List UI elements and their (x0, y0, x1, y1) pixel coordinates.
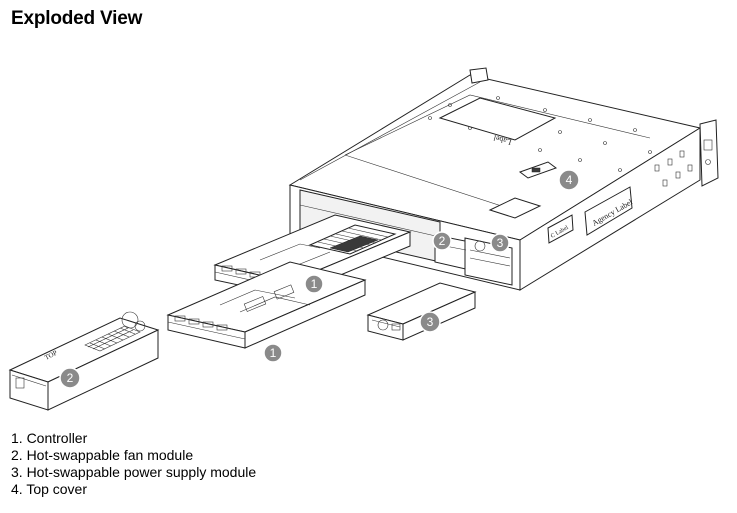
callout-fan-module: 2 (59, 367, 81, 389)
callout-fan-slot: 2 (432, 231, 452, 251)
page-title: Exploded View (11, 8, 143, 29)
exploded-view-diagram: Label Agency Label C Label (8, 67, 719, 411)
callout-psu-module: 3 (419, 311, 441, 333)
fan-module: TOP (8, 311, 160, 411)
callout-number: 1 (270, 346, 277, 360)
legend-list: 1. Controller 2. Hot-swappable fan modul… (11, 430, 256, 498)
legend-item-top-cover: 4. Top cover (11, 481, 88, 497)
callout-number: 1 (311, 277, 318, 291)
callout-number: 2 (67, 371, 74, 385)
callout-number: 3 (427, 315, 434, 329)
callout-top-cover: 4 (558, 169, 580, 191)
controller-lower (166, 261, 367, 349)
callout-number: 3 (497, 236, 504, 250)
callout-controller-upper: 1 (304, 274, 324, 294)
callout-number: 2 (439, 234, 446, 248)
legend-item-controller: 1. Controller (11, 430, 88, 446)
callout-number: 4 (566, 173, 573, 187)
legend-item-power-supply: 3. Hot-swappable power supply module (11, 464, 257, 480)
psu-module (366, 282, 477, 341)
callout-controller-lower: 1 (263, 343, 283, 363)
legend-item-fan-module: 2. Hot-swappable fan module (11, 447, 194, 463)
callout-psu-slot: 3 (490, 233, 510, 253)
